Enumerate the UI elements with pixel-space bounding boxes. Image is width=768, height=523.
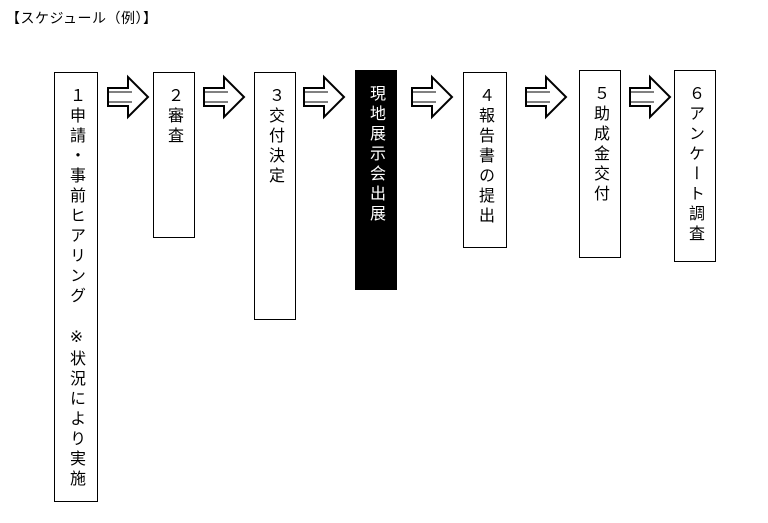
step-label: ２審査 xyxy=(165,87,184,147)
diagram-title: 【スケジュール（例）】 xyxy=(6,11,158,27)
arrow-right-icon xyxy=(107,74,150,120)
arrow-right-icon xyxy=(203,74,246,120)
step-label: ３交付決定 xyxy=(266,87,285,187)
step-grant-decision: ３交付決定 xyxy=(254,72,296,320)
step-label: 現地展示会出展 xyxy=(367,85,386,225)
step-label: ５助成金交付 xyxy=(591,85,610,205)
step-review: ２審査 xyxy=(153,72,195,238)
step-report-submission: ４報告書の提出 xyxy=(463,72,507,248)
step-subsidy-payment: ５助成金交付 xyxy=(579,70,621,258)
arrow-right-icon xyxy=(525,74,568,120)
step-label: １申請・事前ヒアリング ※状況により実施 xyxy=(67,87,86,490)
arrow-right-icon xyxy=(411,74,454,120)
step-label: ４報告書の提出 xyxy=(476,87,495,227)
step-label: ６アンケート調査 xyxy=(686,85,705,245)
step-exhibition: 現地展示会出展 xyxy=(355,70,397,290)
arrow-right-icon xyxy=(629,74,672,120)
arrow-right-icon xyxy=(303,74,346,120)
step-survey: ６アンケート調査 xyxy=(674,70,716,262)
step-application: １申請・事前ヒアリング ※状況により実施 xyxy=(54,72,98,502)
